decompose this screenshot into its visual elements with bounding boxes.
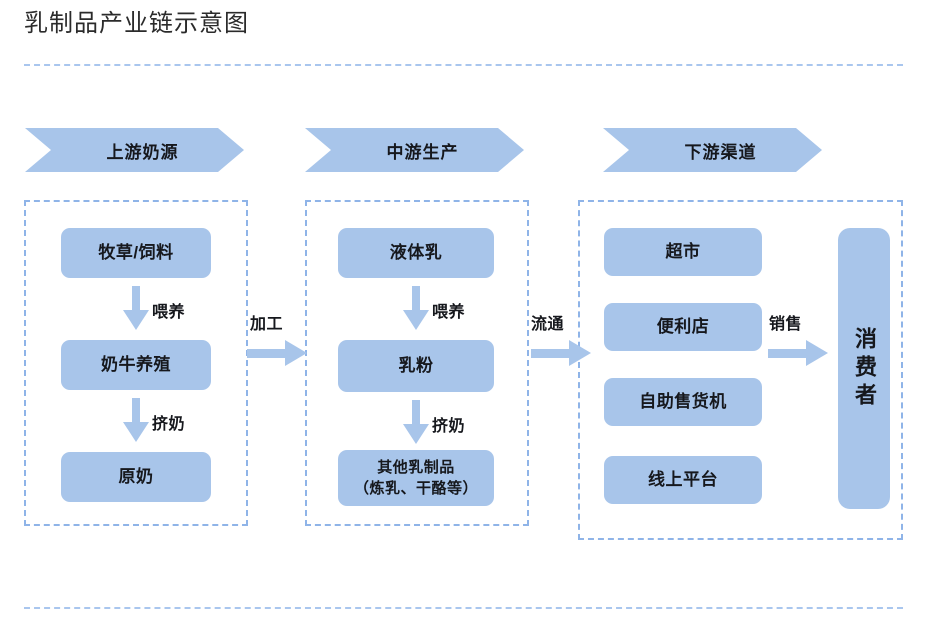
connector-label-distribution: 流通	[531, 316, 565, 333]
arrow-head	[806, 340, 828, 366]
arrow-shaft	[412, 400, 420, 426]
arrow-shaft	[247, 349, 287, 358]
stage-group-upstream	[24, 200, 248, 526]
arrow-distribution-right-icon	[531, 340, 591, 366]
node-other-dairy-products-text: 其他乳制品 （炼乳、干酪等）	[354, 457, 478, 499]
edge-label-upstream-feeding: 喂养	[152, 304, 186, 321]
stage-banner-downstream-label: 下游渠道	[684, 142, 757, 162]
arrow-head	[123, 310, 149, 330]
edge-label-midstream-feeding: 喂养	[432, 304, 466, 321]
node-raw-milk: 原奶	[61, 452, 211, 502]
arrow-shaft	[412, 286, 420, 312]
stage-banner-upstream: 上游奶源	[25, 128, 244, 172]
node-supermarket: 超市	[604, 228, 762, 276]
node-liquid-milk: 液体乳	[338, 228, 494, 278]
edge-label-midstream-milking: 挤奶	[432, 418, 466, 435]
arrow-shaft	[768, 349, 808, 358]
edge-label-upstream-milking: 挤奶	[152, 416, 186, 433]
arrow-mid-feeding-down-icon	[403, 286, 429, 330]
edge-label-sales: 销售	[769, 316, 803, 333]
page-title: 乳制品产业链示意图	[24, 10, 249, 37]
connector-label-processing: 加工	[250, 316, 284, 333]
node-online-platform: 线上平台	[604, 456, 762, 504]
arrow-shaft	[132, 286, 140, 312]
arrow-head	[403, 310, 429, 330]
node-consumer: 消费者	[838, 228, 890, 509]
stage-banner-midstream: 中游生产	[305, 128, 524, 172]
bottom-divider	[24, 607, 903, 609]
stage-banner-midstream-label: 中游生产	[386, 142, 459, 162]
node-milk-powder: 乳粉	[338, 340, 494, 392]
arrow-head	[285, 340, 307, 366]
arrow-milking-down-icon	[123, 398, 149, 442]
node-forage-feed: 牧草/饲料	[61, 228, 211, 278]
stage-group-downstream	[578, 200, 903, 540]
node-dairy-farming: 奶牛养殖	[61, 340, 211, 390]
node-vending-machine: 自助售货机	[604, 378, 762, 426]
arrow-shaft	[531, 349, 571, 358]
arrow-feeding-down-icon	[123, 286, 149, 330]
arrow-shaft	[132, 398, 140, 424]
node-convenience-store: 便利店	[604, 303, 762, 351]
stage-banner-downstream: 下游渠道	[603, 128, 822, 172]
top-divider	[24, 64, 903, 66]
arrow-mid-milking-down-icon	[403, 400, 429, 444]
arrow-head	[403, 424, 429, 444]
node-other-dairy-line2: （炼乳、干酪等）	[353, 480, 478, 497]
arrow-sales-right-icon	[768, 340, 828, 366]
arrow-head	[569, 340, 591, 366]
node-other-dairy-products: 其他乳制品 （炼乳、干酪等）	[338, 450, 494, 506]
arrow-head	[123, 422, 149, 442]
stage-banner-upstream-label: 上游奶源	[106, 142, 179, 162]
arrow-processing-right-icon	[247, 340, 307, 366]
node-other-dairy-line1: 其他乳制品	[377, 459, 455, 476]
